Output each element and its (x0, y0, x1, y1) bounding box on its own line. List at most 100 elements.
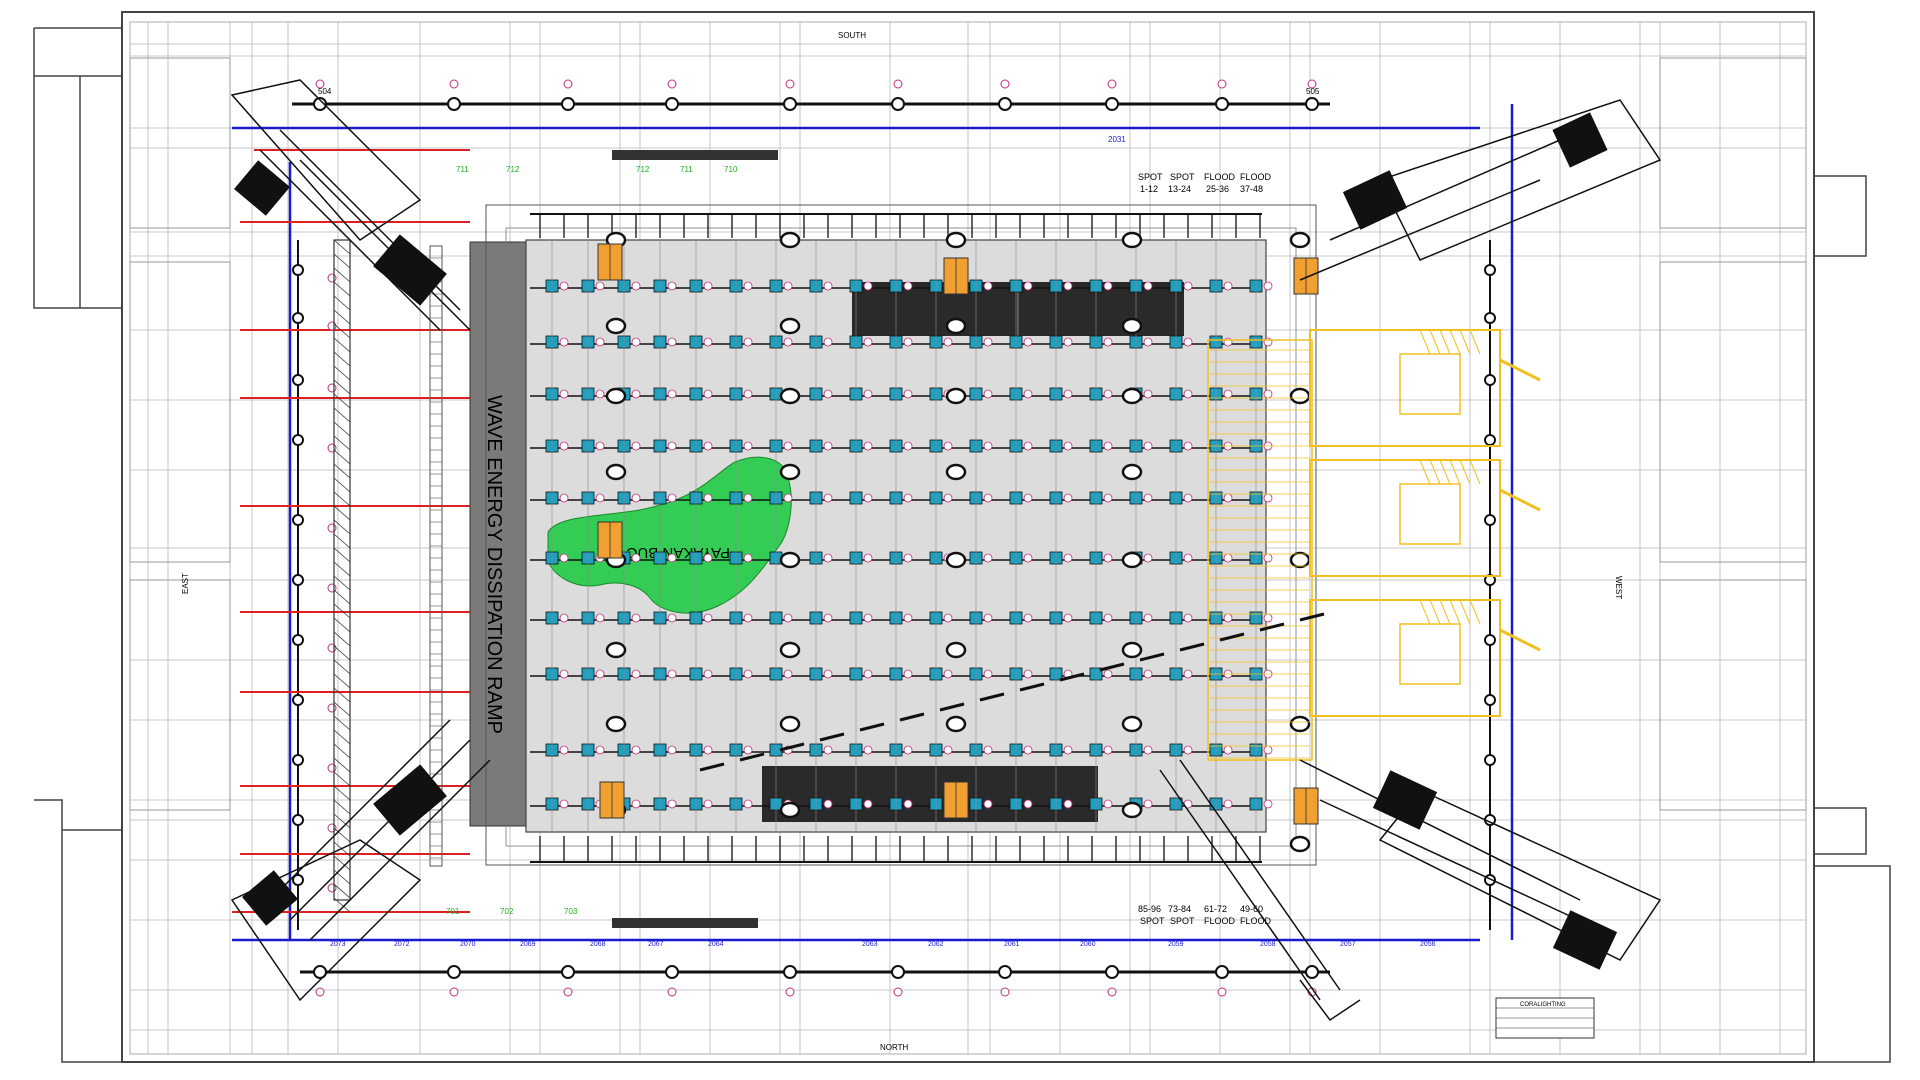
fixture-label-marker (983, 337, 993, 347)
pipe-lamp (292, 374, 304, 386)
fixture-label-marker (863, 493, 873, 503)
fixture-label-marker (1263, 613, 1273, 623)
fixture-label-marker (703, 553, 713, 563)
yellow-rig-lattice (1439, 459, 1451, 485)
orange-units (597, 243, 1319, 825)
ladder-rung (333, 757, 351, 773)
truss-post (605, 463, 627, 481)
fixture-label-marker (703, 669, 713, 679)
fixture-label-marker (1143, 493, 1153, 503)
pipe-lamp (292, 634, 304, 646)
fixture-label-marker (983, 669, 993, 679)
truss-post (1121, 715, 1143, 733)
fixture-label-marker (667, 613, 677, 623)
fixture-label-marker (631, 669, 641, 679)
pipe-label-marker (1000, 79, 1010, 89)
legend-bottom-range-0: 85-96 (1138, 904, 1161, 914)
yellow-rig-lattice (1419, 329, 1431, 355)
truss-post (779, 801, 801, 819)
legend-bottom-kind-1: SPOT (1170, 916, 1195, 926)
fixture-label-marker (667, 553, 677, 563)
truss-post (1121, 231, 1143, 249)
building-outline (121, 11, 1815, 1063)
yellow-rig-arm (1499, 488, 1541, 512)
pipe-label-marker (563, 987, 573, 997)
cable-dash (1059, 672, 1085, 682)
yellow-rig-lattice (1429, 459, 1441, 485)
fixture-label-marker (1263, 493, 1273, 503)
pipe-lamp (665, 965, 679, 979)
pipe-lamp (292, 264, 304, 276)
grid-panel (129, 261, 231, 563)
pipe-label-marker (327, 383, 337, 393)
pipe-lamp (665, 97, 679, 111)
fixture-label-marker (823, 553, 833, 563)
truss-number-bottom: 2064 (708, 941, 724, 948)
yellow-rig-lattice (1469, 329, 1481, 355)
pipe-label-marker (327, 523, 337, 533)
fixture-label-marker (1183, 745, 1193, 755)
truss-post (605, 387, 627, 405)
pipe-lamp (1484, 754, 1496, 766)
circuit-bottom-1: 702 (500, 907, 514, 916)
pipe-label-marker (1000, 987, 1010, 997)
yellow-rig-lattice (1459, 329, 1471, 355)
fixture-label-marker (1143, 337, 1153, 347)
ladder-rung (333, 393, 351, 409)
circuit-top-3: 711 (680, 165, 693, 174)
truss-post (945, 387, 967, 405)
pipe-label-1: 505 (1306, 87, 1320, 96)
cable-dash (1219, 632, 1245, 642)
ladder-rung (333, 729, 351, 745)
truss-strip-top (612, 150, 778, 160)
pipe-label-marker (667, 987, 677, 997)
fixture-label-marker (823, 669, 833, 679)
truss-post (945, 317, 967, 335)
fixture-label-marker (983, 553, 993, 563)
fixture-label-marker (823, 745, 833, 755)
fixture-label-marker (1103, 441, 1113, 451)
fixture-label-marker (703, 613, 713, 623)
fixture-label-marker (667, 493, 677, 503)
truss-post (945, 463, 967, 481)
ladder-rung (333, 785, 351, 801)
truss-post (779, 317, 801, 335)
crane-nw (230, 719, 491, 1002)
label-east: EAST (181, 573, 190, 594)
yellow-rig-lattice (1439, 599, 1451, 625)
fixture-label-marker (863, 337, 873, 347)
fixture-label-marker (783, 441, 793, 451)
fixture-label-marker (1183, 337, 1193, 347)
cable-dash (739, 752, 765, 762)
ladder-rung (333, 519, 351, 535)
pipe-lamp (292, 514, 304, 526)
fixture-label-marker (1103, 493, 1113, 503)
pipe-label-marker (1307, 79, 1317, 89)
fixture-label-marker (1063, 389, 1073, 399)
fixture-label-marker (1143, 745, 1153, 755)
fixture-label-marker (1143, 799, 1153, 809)
circuit-labels-top: 711 712 712 711 710 (456, 165, 738, 174)
fixture-label-marker (1063, 613, 1073, 623)
yellow-rig-lattice (1469, 599, 1481, 625)
truss-number-top-0: 2031 (1108, 135, 1126, 144)
fixture-label-marker (1143, 669, 1153, 679)
label-south: SOUTH (838, 31, 866, 40)
pipe-label-marker (893, 79, 903, 89)
fixture-label-marker (1063, 745, 1073, 755)
pipe-lamp (1484, 694, 1496, 706)
truss-post (779, 231, 801, 249)
fixture-label-marker (743, 337, 753, 347)
cable-dash (819, 732, 845, 742)
fixture-label-marker (1023, 799, 1033, 809)
fixture-label-marker (1223, 799, 1233, 809)
pipe-lamp (292, 874, 304, 886)
fixture-label-marker (667, 281, 677, 291)
pipe-lamp (998, 965, 1012, 979)
pipe-label-marker (327, 321, 337, 331)
fixture-label-marker (559, 281, 569, 291)
ladder-rung (333, 715, 351, 731)
pipe-lamp (1105, 97, 1119, 111)
fixture-label-marker (559, 799, 569, 809)
